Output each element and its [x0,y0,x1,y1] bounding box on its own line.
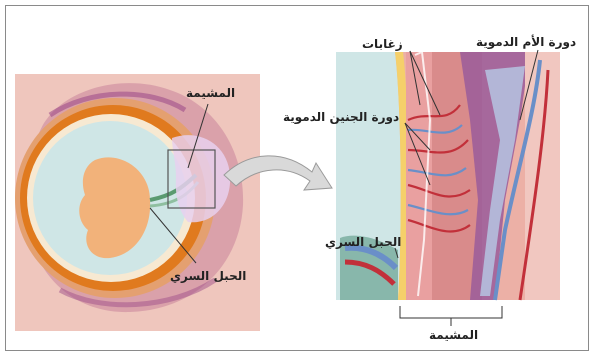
label-placenta-bottom: المشيمة [429,329,478,341]
label-maternal-circulation: دورة الأم الدموية [476,36,576,48]
label-placenta-left: المشيمة [186,87,235,99]
label-umbilical-cord-left: الحبل السري [170,270,246,282]
label-fetal-circulation: دورة الجنين الدموية [283,111,399,123]
placenta-panel [336,50,560,326]
label-villi: زغابات [362,38,403,50]
label-umbilical-cord-right: الحبل السري [325,236,401,248]
placenta-bracket [400,306,502,318]
decidua [525,52,560,300]
uterus-panel [15,74,260,331]
